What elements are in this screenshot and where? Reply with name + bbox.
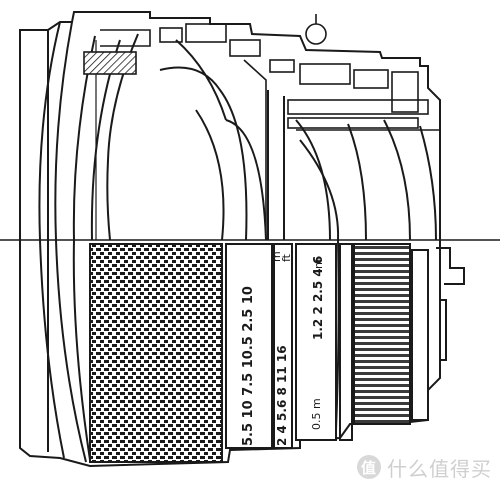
lower-lens-elements [72,239,340,461]
watermark: 值 什么值得买 [357,454,492,481]
small-mark-m: m [270,251,283,262]
aperture-ring-ribs [353,243,411,425]
watermark-text: 什么值得买 [387,456,492,481]
small-mark-ft: ft [280,253,293,262]
depth-mark: inf [312,257,325,272]
scale-middle-digits: 2 4 5.6 8 11 16 [275,345,289,446]
scale-left-digits: 5.5 10 7.5 10.5 2.5 10 [241,286,256,446]
feet-mark: 0.5 m [310,398,323,430]
watermark-badge-icon: 值 [357,455,381,479]
scale-band [225,243,337,449]
inner-mechanics [83,14,440,240]
rear-mount [339,243,465,441]
focus-grip-knurl [89,243,223,463]
scale-right-digits: 1.2 2 2.5 4 6 [311,256,325,340]
